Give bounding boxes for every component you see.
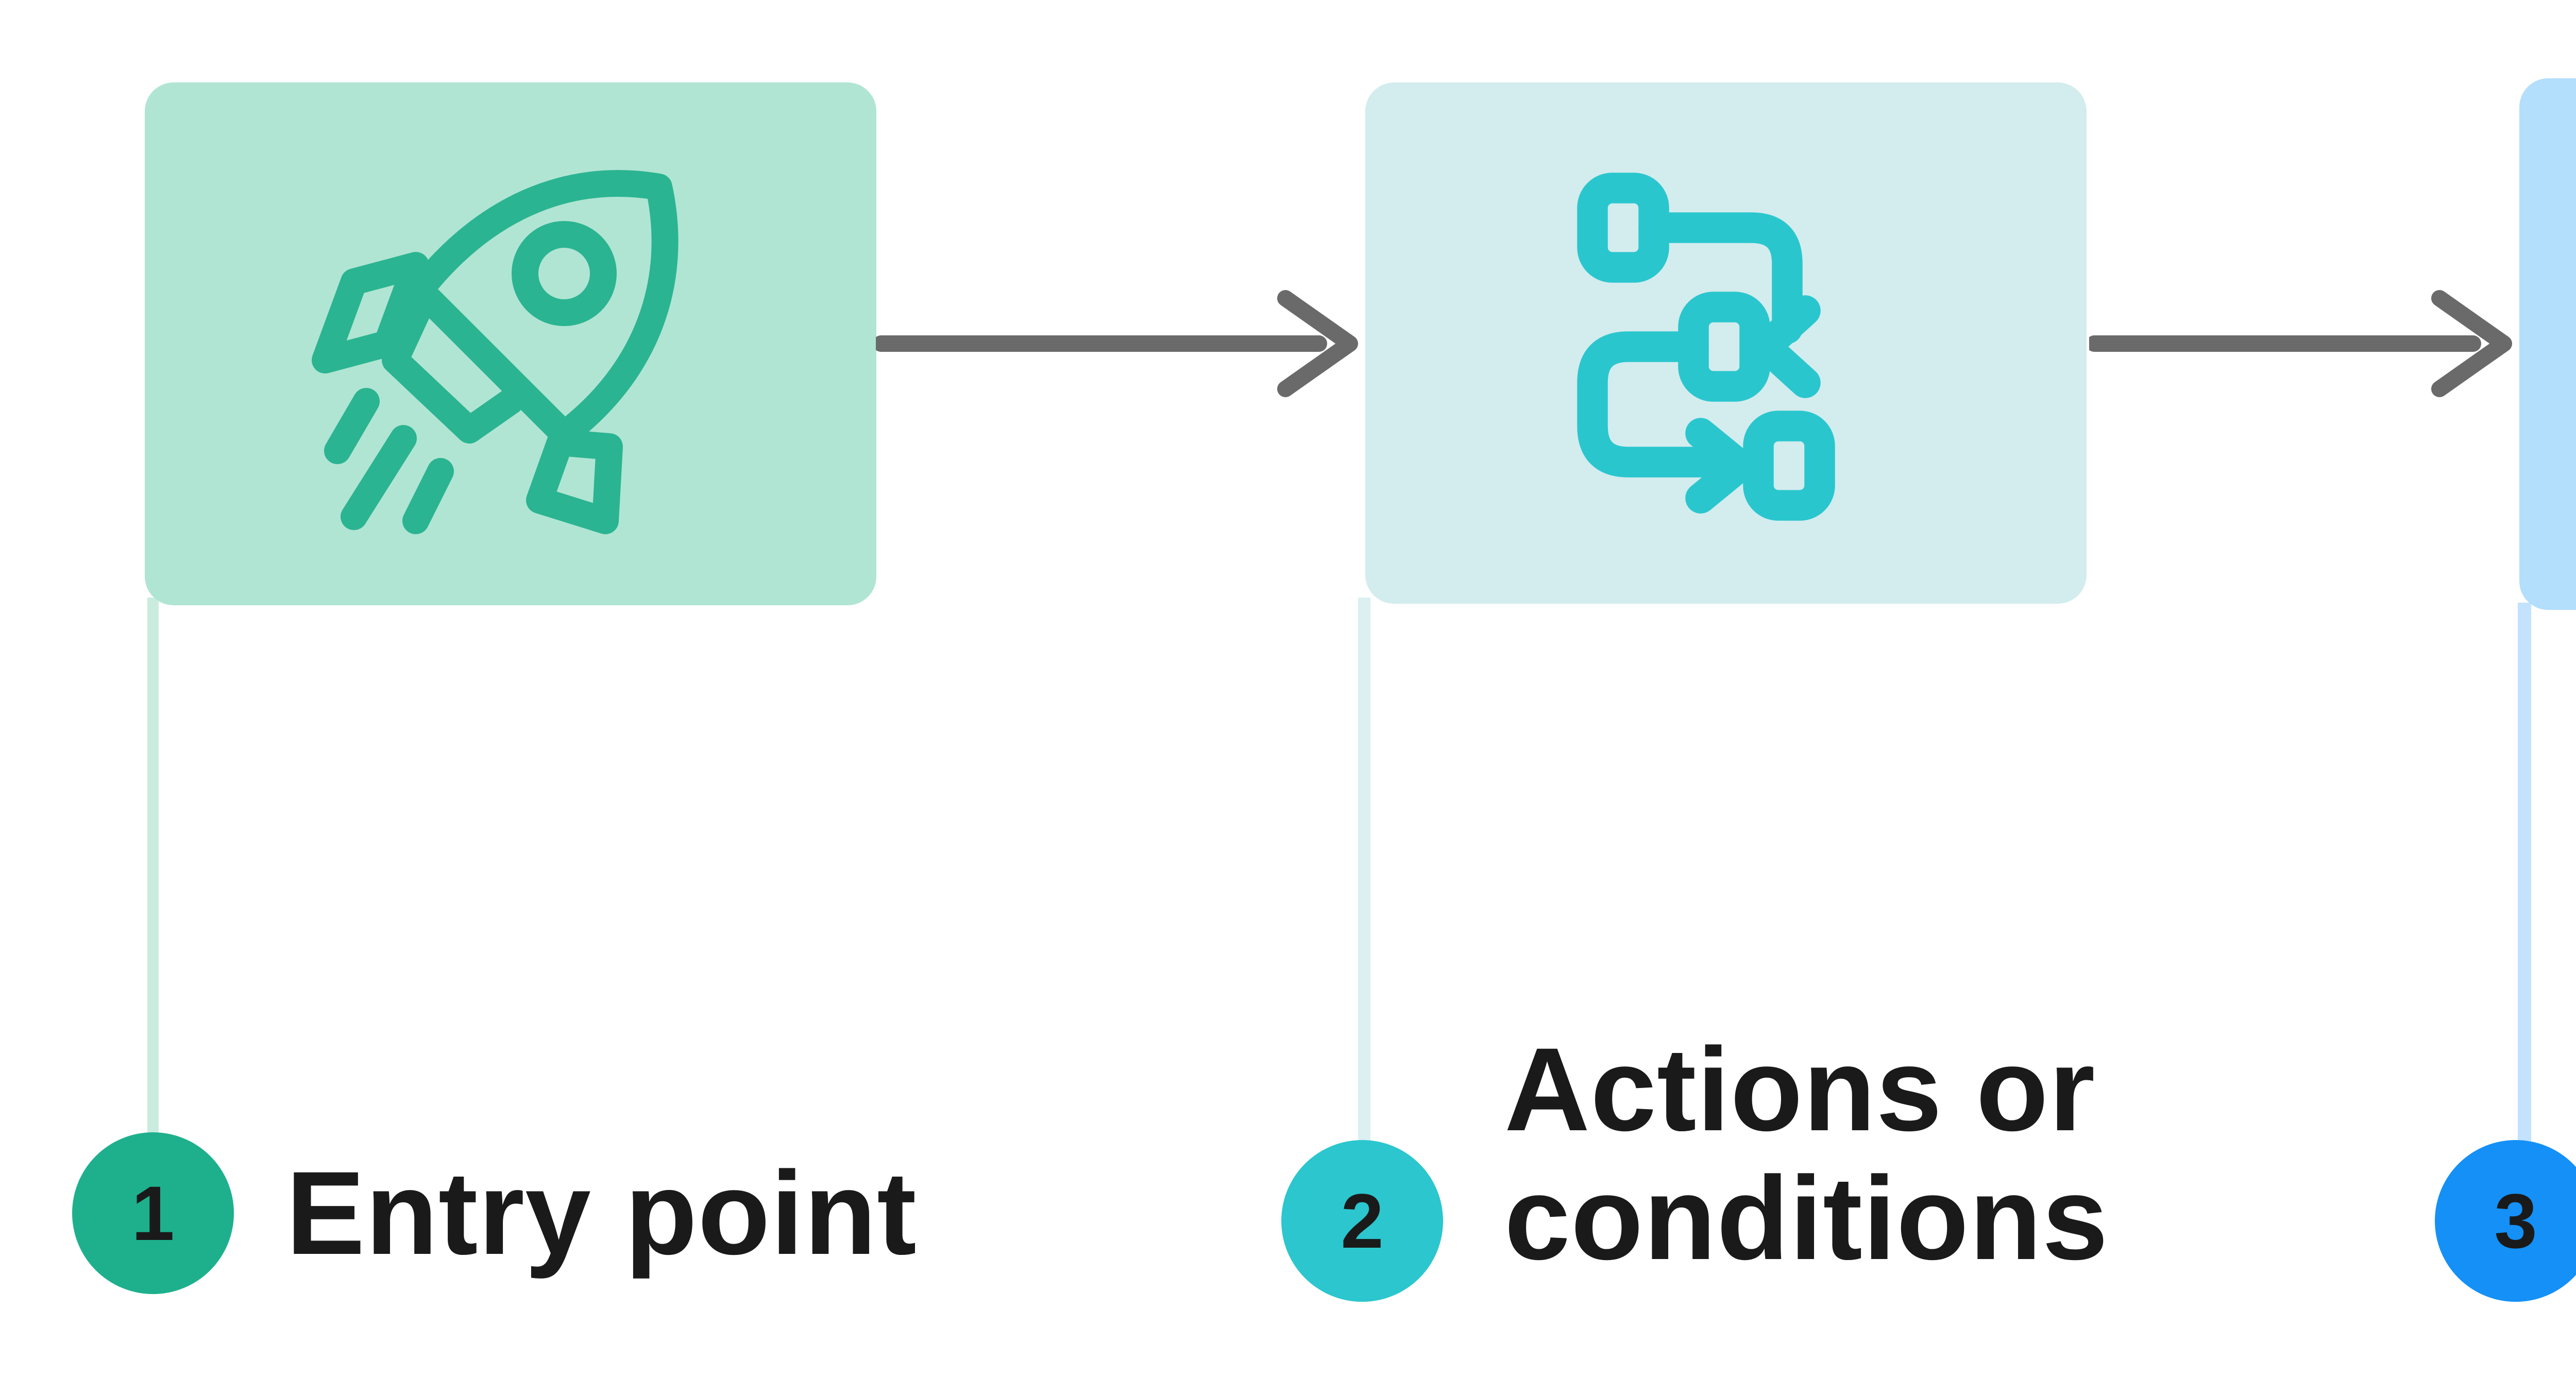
exit-restart-box <box>2519 78 2576 610</box>
flow-arrow-2 <box>2089 290 2512 397</box>
step-label-line: Entry point <box>286 1147 917 1279</box>
step-label-line: Actions or <box>1504 1023 2096 1155</box>
flow-arrow-1 <box>876 290 1358 397</box>
rocket-icon <box>312 170 679 534</box>
actions-conditions-box <box>1365 82 2087 604</box>
connector-line-1 <box>147 598 159 1136</box>
connector-line-3 <box>2518 603 2531 1141</box>
workflow-icon <box>1577 173 1835 521</box>
connector-line-2 <box>1358 598 1370 1141</box>
entry-point-box <box>145 82 876 605</box>
step-label-line: conditions <box>1504 1152 2109 1284</box>
step-number: 3 <box>2494 1177 2537 1264</box>
step-number: 2 <box>1341 1177 1384 1264</box>
step-number-badge-2: 2 <box>1281 1140 1443 1302</box>
step-number: 1 <box>131 1169 175 1256</box>
step-number-badge-1: 1 <box>72 1132 234 1294</box>
step-label-entry-point: Entry point <box>286 1149 917 1278</box>
step-label-actions-conditions: Actions or conditions <box>1504 1025 2109 1283</box>
step-number-badge-3: 3 <box>2435 1140 2576 1302</box>
